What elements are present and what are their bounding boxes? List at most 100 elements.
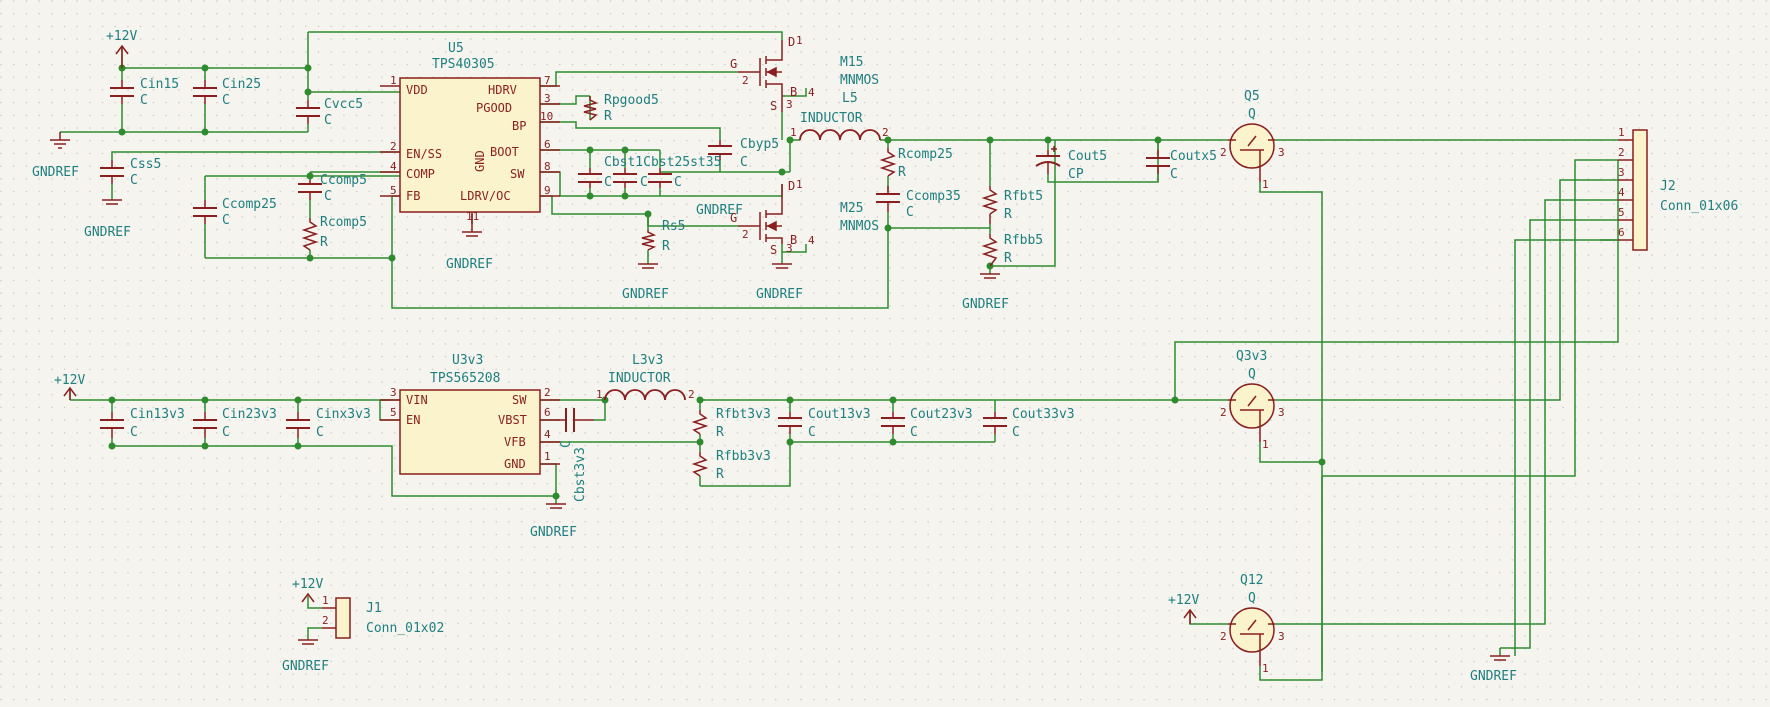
u3v3-pin-gnd: GND xyxy=(504,457,526,471)
cbyp5-ref: Cbyp5 xyxy=(740,137,779,152)
capacitors xyxy=(100,87,1170,432)
pin-number: 1 xyxy=(1618,126,1625,139)
cap-leads xyxy=(111,80,1159,438)
pin-number: 4 xyxy=(390,160,397,173)
u5-ref: U5 xyxy=(448,41,464,56)
cout5-ref: Cout5 xyxy=(1068,149,1107,164)
cout13v3-value: C xyxy=(808,425,816,440)
l3v3-ref: L3v3 xyxy=(632,353,663,368)
pin-number: 2 xyxy=(1220,406,1227,419)
rfbb5-ref: Rfbb5 xyxy=(1004,233,1043,248)
connector-j1[interactable] xyxy=(322,597,351,639)
transistor-q12[interactable] xyxy=(1228,607,1275,666)
u5-pin-sw: SW xyxy=(510,167,525,181)
cin25-ref: Cin25 xyxy=(222,77,261,92)
rfbb5-value: R xyxy=(1004,251,1012,266)
m15-value: MNMOS xyxy=(840,73,879,88)
transistor-q3v3[interactable] xyxy=(1228,383,1275,442)
cin13v3-ref: Cin13v3 xyxy=(130,407,185,422)
pin-number: 1 xyxy=(796,178,803,191)
q3v3-ref: Q3v3 xyxy=(1236,349,1267,364)
pin-number: 5 xyxy=(390,184,397,197)
q3v3-value: Q xyxy=(1248,367,1256,382)
m25-source-label: S xyxy=(770,243,777,257)
gnd-label: GNDREF xyxy=(696,203,743,218)
coutx5-ref: Coutx5 xyxy=(1170,149,1217,164)
pin-number: 1 xyxy=(1262,178,1269,191)
pin-number: 4 xyxy=(1618,186,1625,199)
pin-number: 2 xyxy=(688,388,695,401)
u5-pin-comp: COMP xyxy=(406,167,435,181)
pin-number: 2 xyxy=(882,126,889,139)
u5-value: TPS40305 xyxy=(432,57,495,72)
j1-ref: J1 xyxy=(366,601,382,616)
u3v3-pin-vbst: VBST xyxy=(498,413,527,427)
u3v3-pin-vfb: VFB xyxy=(504,435,526,449)
pin-number: 1 xyxy=(390,74,397,87)
pwr-12v-label: +12V xyxy=(1168,593,1199,608)
u3v3-ic[interactable] xyxy=(380,389,560,475)
rfbb3v3-ref: Rfbb3v3 xyxy=(716,449,771,464)
pin-number: 2 xyxy=(742,228,749,241)
l5-ref: L5 xyxy=(842,91,858,106)
cin15-ref: Cin15 xyxy=(140,77,179,92)
pin-number: 5 xyxy=(1618,206,1625,219)
css5-ref: Css5 xyxy=(130,157,161,172)
cbyp5-value: C xyxy=(740,155,748,170)
mosfet-m25[interactable] xyxy=(738,184,783,244)
j1-value: Conn_01x02 xyxy=(366,621,444,636)
transistor-q5[interactable] xyxy=(1228,123,1275,182)
u5-pin-bp: BP xyxy=(512,119,526,133)
pin-number: 9 xyxy=(544,184,551,197)
j2-ref: J2 xyxy=(1660,179,1676,194)
mosfet-m15[interactable] xyxy=(738,40,783,112)
rcomp5-value: R xyxy=(320,235,328,250)
cin13v3-value: C xyxy=(130,425,138,440)
m15-source-label: S xyxy=(770,99,777,113)
l3v3-value: INDUCTOR xyxy=(608,371,671,386)
u5-ic[interactable] xyxy=(380,77,560,224)
pin-number: 3 xyxy=(1618,166,1625,179)
pin-number: 1 xyxy=(1262,662,1269,675)
text-labels: +12V +12V +12V +12V GNDREF GNDREF GNDREF… xyxy=(32,29,1738,684)
u3v3-value: TPS565208 xyxy=(430,371,500,386)
pin-number: 1 xyxy=(544,450,551,463)
pin-number: 6 xyxy=(544,138,551,151)
m25-ref: M25 xyxy=(840,201,863,216)
rpgood5-value: R xyxy=(604,109,612,124)
m25-drain-label: D xyxy=(788,179,795,193)
inductors xyxy=(604,129,881,401)
cbst1-value: C xyxy=(604,175,612,190)
m25-body-label: B xyxy=(790,233,797,247)
cinx3v3-ref: Cinx3v3 xyxy=(316,407,371,422)
resistors xyxy=(301,96,999,477)
gnd-label: GNDREF xyxy=(446,257,493,272)
cvcc5-value: C xyxy=(324,113,332,128)
connector-j2[interactable] xyxy=(1618,129,1648,251)
cout33v3-value: C xyxy=(1012,425,1020,440)
cvcc5-ref: Cvcc5 xyxy=(324,97,363,112)
pin-number: 4 xyxy=(808,86,815,99)
rfbb3v3-value: R xyxy=(716,467,724,482)
pin-number: 6 xyxy=(1618,226,1625,239)
m15-drain-label: D xyxy=(788,35,795,49)
cout33v3-ref: Cout33v3 xyxy=(1012,407,1075,422)
pin-number: 2 xyxy=(1220,146,1227,159)
gnd-label: GNDREF xyxy=(756,287,803,302)
q12-value: Q xyxy=(1248,591,1256,606)
coutx5-value: C xyxy=(1170,167,1178,182)
m15-ref: M15 xyxy=(840,55,863,70)
ccomp25-ref: Ccomp25 xyxy=(222,197,277,212)
u5-pin-enss: EN/SS xyxy=(406,147,442,161)
u5-pin-hdrv: HDRV xyxy=(488,83,517,97)
j2-value: Conn_01x06 xyxy=(1660,199,1738,214)
m25-gate-label: G xyxy=(730,211,737,225)
pin-number: 2 xyxy=(390,140,397,153)
cout13v3-ref: Cout13v3 xyxy=(808,407,871,422)
pin-number: 6 xyxy=(544,406,551,419)
gnd-label: GNDREF xyxy=(282,659,329,674)
u5-pin-fb: FB xyxy=(406,189,420,203)
pin-number: 10 xyxy=(540,110,553,123)
